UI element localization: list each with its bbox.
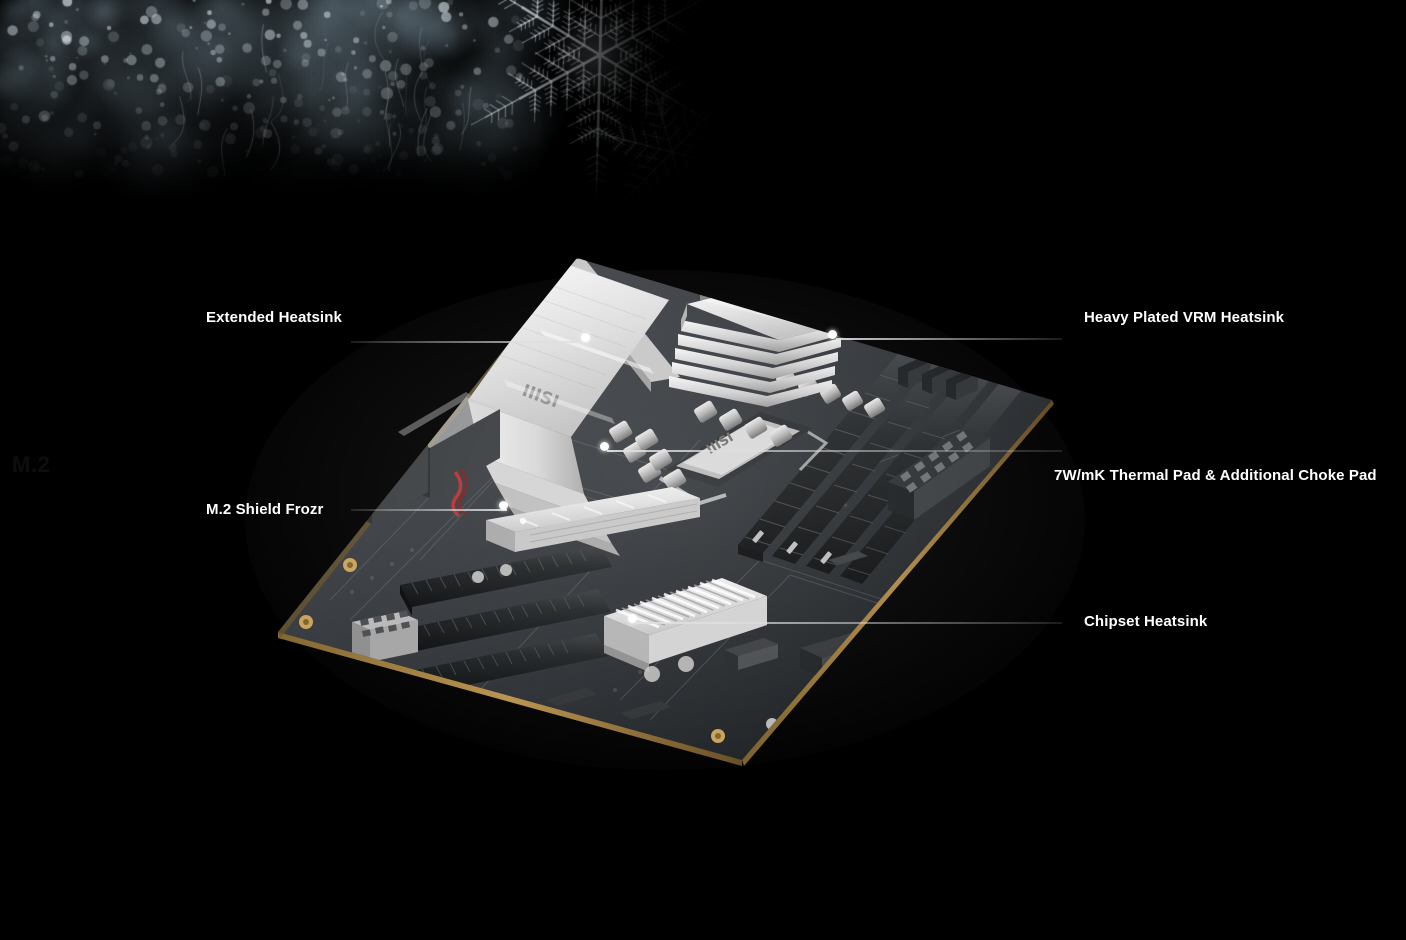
callout-label-thermal-pad-choke-pad: 7W/mK Thermal Pad & Additional Choke Pad — [1054, 467, 1377, 484]
callout-leader-line-heavy-plated-vrm-heatsink — [836, 338, 1062, 340]
callout-leader-line-m2-shield-frozr — [351, 509, 507, 511]
callout-dot-thermal-pad-choke-pad — [600, 442, 609, 451]
callout-dot-extended-heatsink — [581, 333, 590, 342]
frost-right-fade — [540, 0, 760, 258]
callout-leader-line-thermal-pad-choke-pad — [607, 450, 1062, 452]
callout-label-extended-heatsink: Extended Heatsink — [206, 309, 342, 326]
callout-label-m2-shield-frozr: M.2 Shield Frozr — [206, 501, 324, 518]
callout-label-heavy-plated-vrm-heatsink: Heavy Plated VRM Heatsink — [1084, 309, 1285, 326]
callout-dot-m2-shield-frozr — [499, 501, 508, 510]
callout-leader-line-chipset-heatsink — [636, 622, 1062, 624]
frost-hero-image — [0, 0, 760, 258]
callout-label-chipset-heatsink: Chipset Heatsink — [1084, 613, 1208, 630]
callout-dot-chipset-heatsink — [628, 614, 637, 623]
callout-dot-heavy-plated-vrm-heatsink — [828, 330, 837, 339]
rear-io-cover — [398, 392, 472, 436]
callout-leader-line-extended-heatsink — [351, 341, 589, 343]
watermark-text: M.2 — [12, 452, 51, 477]
